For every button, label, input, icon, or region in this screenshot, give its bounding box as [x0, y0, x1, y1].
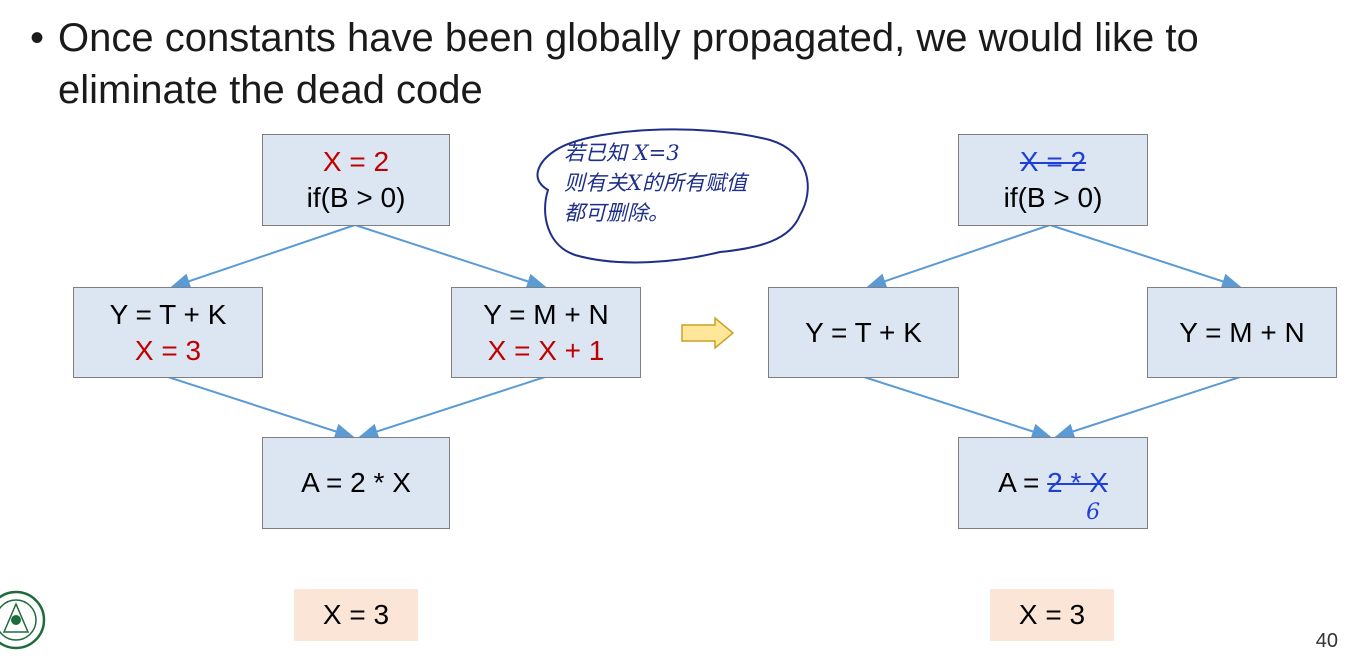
left-branch-node-b: Y = M + N X = X + 1 — [451, 287, 641, 378]
left-branch-a-line-1: Y = T + K — [109, 298, 227, 330]
left-entry-assign: X = 2 — [322, 146, 390, 177]
handnote-line-3: 都可删除。 — [564, 201, 669, 225]
edge-right-entry-to-right-branch — [1049, 224, 1242, 290]
left-branch-b-line-1: Y = M + N — [483, 298, 609, 330]
handwritten-note: 若已知 X=3 则有关X的所有赋值 都可删除。 — [540, 130, 810, 270]
right-result-box: X = 3 — [990, 589, 1114, 641]
left-exit-line-1: A = 2 * X — [301, 467, 411, 498]
edge-left-entry-to-right-branch — [354, 224, 547, 290]
right-entry-node: X = 2 if(B > 0) — [958, 134, 1148, 226]
right-exit-replacement: 6 — [1086, 500, 1101, 525]
edge-left-right-branch-to-exit — [358, 376, 546, 440]
page-number: 40 — [1315, 630, 1338, 652]
bullet-dot: • — [30, 16, 45, 60]
edge-right-left-branch-to-exit — [863, 376, 1052, 440]
handnote-bubble — [536, 128, 809, 264]
left-branch-a-line-2: X = 3 — [134, 334, 202, 366]
bullet-line-1: Once constants have been globally propag… — [58, 16, 1199, 60]
right-branch-b-line-1: Y = M + N — [1179, 316, 1305, 348]
left-exit-node: A = 2 * X — [262, 437, 450, 529]
university-seal-logo — [0, 590, 46, 650]
edge-right-entry-to-left-branch — [866, 224, 1051, 289]
bullet-text: • Once constants have been globally propa… — [30, 12, 1330, 116]
left-branch-b-line-2: X = X + 1 — [487, 334, 605, 366]
handnote-line-2: 则有关X的所有赋值 — [564, 171, 747, 195]
right-branch-node-b: Y = M + N — [1147, 287, 1337, 378]
right-exit-node: A = 2 * X 6 — [958, 437, 1148, 529]
bullet-line-2: eliminate the dead code — [58, 68, 483, 112]
right-arrow-icon — [681, 316, 735, 350]
left-entry-condition: if(B > 0) — [306, 182, 406, 213]
right-branch-a-line-1: Y = T + K — [805, 316, 922, 348]
left-branch-node-a: Y = T + K X = 3 — [73, 287, 263, 378]
right-entry-condition: if(B > 0) — [1003, 182, 1103, 213]
edge-right-right-branch-to-exit — [1054, 376, 1241, 440]
left-result-box: X = 3 — [294, 589, 418, 641]
left-entry-node: X = 2 if(B > 0) — [262, 134, 450, 226]
handnote-line-1: 若已知 X=3 — [564, 141, 680, 165]
right-entry-assign-struck: X = 2 — [1019, 146, 1087, 177]
left-result-label: X = 3 — [322, 599, 390, 630]
edge-left-left-branch-to-exit — [167, 376, 355, 440]
right-exit-struck-expr: 2 * X — [1047, 467, 1108, 498]
right-branch-node-a: Y = T + K — [768, 287, 959, 378]
right-result-label: X = 3 — [1018, 599, 1086, 630]
edge-left-entry-to-left-branch — [170, 224, 356, 289]
right-exit-prefix: A = — [998, 467, 1048, 498]
